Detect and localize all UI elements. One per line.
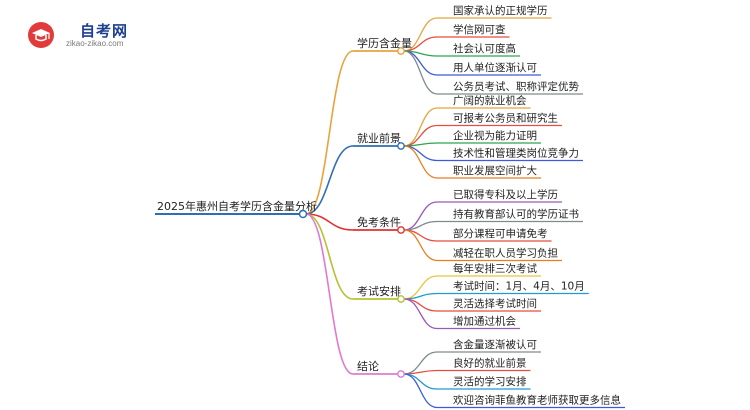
leaf-label: 社会认可度高	[453, 42, 516, 55]
branch-node-dot	[397, 370, 405, 378]
branch-link	[305, 145, 354, 215]
logo-title: 自考网	[80, 23, 129, 40]
leaf-label: 技术性和管理类岗位竞争力	[453, 147, 579, 160]
branch-link	[305, 50, 354, 215]
root-node-label: 2025年惠州自考学历含金量分析	[157, 199, 317, 213]
leaf-label: 考试时间：1月、4月、10月	[453, 280, 585, 293]
leaf-label: 增加通过机会	[453, 315, 516, 328]
leaf-label: 已取得专科及以上学历	[453, 188, 558, 201]
mindmap-nodes: 2025年惠州自考学历含金量分析 学历含金量 国家承认的正规学历学信网可查社会认可度…	[155, 4, 625, 409]
leaf-label: 良好的就业前景	[453, 357, 527, 370]
leaf-link	[403, 229, 438, 262]
leaf-label: 用人单位逐渐认可	[453, 61, 537, 74]
branch-node-dot	[397, 142, 405, 150]
leaf-link	[403, 145, 438, 179]
leaf-label: 学信网可查	[453, 23, 506, 36]
branch-label: 就业前景	[357, 131, 401, 145]
leaf-label: 部分课程可申请免考	[453, 227, 548, 240]
leaf-label: 企业视为能力证明	[453, 129, 537, 142]
leaf-label: 灵活的学习安排	[453, 375, 527, 388]
leaf-label: 广阔的就业机会	[453, 94, 527, 107]
leaf-label: 减轻在职人员学习负担	[453, 247, 558, 260]
logo-url: zikao-zikao.com	[66, 39, 124, 48]
leaf-link	[403, 50, 438, 95]
branch-link	[305, 213, 354, 375]
leaf-label: 每年安排三次考试	[453, 262, 537, 275]
site-logo[interactable]: 自考网 zikao-zikao.com	[28, 20, 168, 54]
leaf-link	[403, 373, 438, 409]
leaf-label: 欢迎咨询菲鱼教育老师获取更多信息	[453, 394, 621, 407]
leaf-label: 国家承认的正规学历	[453, 4, 548, 17]
branch-label: 结论	[357, 359, 379, 373]
branch-node-dot	[397, 295, 405, 303]
leaf-label: 公务员考试、职称评定优势	[453, 80, 579, 93]
leaf-link	[403, 298, 438, 330]
leaf-label: 持有教育部认可的学历证书	[453, 208, 579, 221]
mindmap-links	[305, 17, 438, 409]
branch-link	[305, 213, 354, 231]
branch-label: 考试安排	[357, 284, 401, 298]
leaf-label: 职业发展空间扩大	[453, 164, 537, 177]
leaf-link	[403, 275, 438, 300]
leaf-link	[403, 107, 438, 147]
leaf-link	[403, 145, 438, 162]
leaf-label: 灵活选择考试时间	[453, 297, 537, 310]
leaf-label: 可报考公务员和研究生	[453, 112, 558, 125]
leaf-label: 含金量逐渐被认可	[453, 338, 537, 351]
leaf-link	[403, 373, 438, 390]
branch-node-dot	[397, 226, 405, 234]
branch-link	[305, 213, 354, 300]
graduation-cap-icon	[28, 22, 54, 48]
root-node-dot	[298, 209, 308, 219]
branch-label: 学历含金量	[357, 36, 412, 50]
branch-label: 免考条件	[357, 215, 401, 229]
leaf-link	[403, 292, 438, 300]
leaf-link	[403, 369, 438, 375]
branch-node-dot	[397, 47, 405, 55]
leaf-link	[403, 298, 438, 312]
